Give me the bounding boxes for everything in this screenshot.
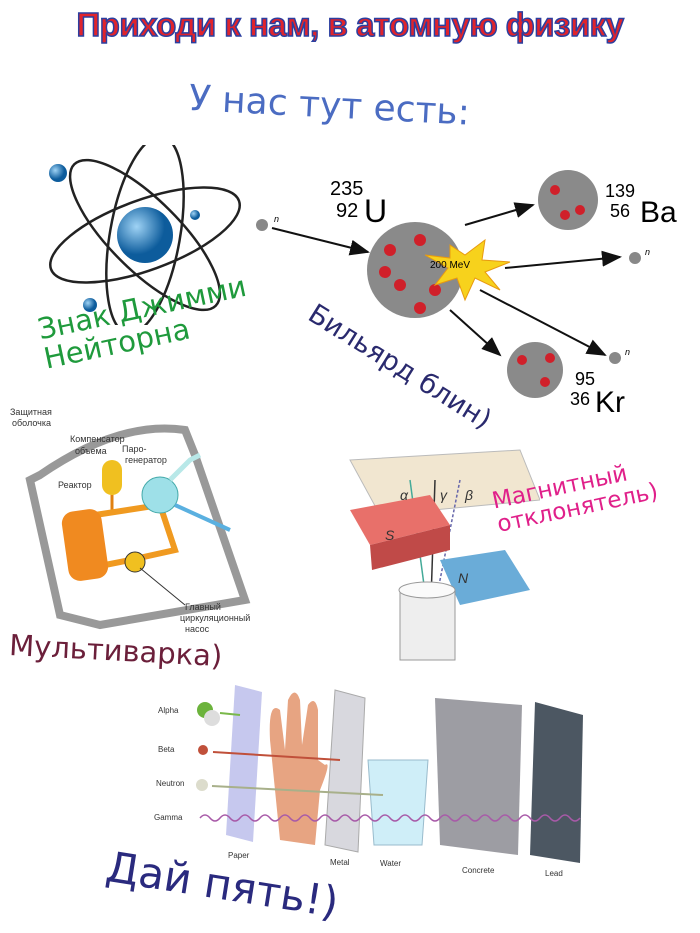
- label-reactor: Реактор: [58, 480, 92, 490]
- uranium-symbol: U: [364, 193, 387, 229]
- krypton-charge: 36: [570, 389, 590, 409]
- neutron-label: Neutron: [156, 779, 184, 788]
- neutron-label: n: [645, 247, 650, 257]
- label-compensator: объема: [75, 446, 107, 456]
- atom-icon: [49, 145, 241, 325]
- alpha-label: α: [400, 487, 409, 503]
- lead-label: Lead: [545, 869, 563, 878]
- fission-diagram: n 200 MeV n n 235 92 U 139 56 Ba 95 36 K…: [256, 170, 677, 419]
- neutron-label: n: [625, 347, 630, 357]
- uranium-nucleus: [367, 222, 463, 318]
- gamma-label: γ: [440, 487, 448, 503]
- barium-mass: 139: [605, 181, 635, 201]
- gamma-label: Gamma: [154, 813, 183, 822]
- uranium-charge: 92: [336, 200, 358, 222]
- south-pole-label: S: [385, 527, 395, 543]
- reactor-diagram: Защитная оболочка Компенсатор объема Пар…: [10, 407, 251, 634]
- barium-nucleus: [538, 170, 598, 230]
- energy-label: 200 MeV: [430, 260, 470, 271]
- barium-charge: 56: [610, 201, 630, 221]
- label-shell: оболочка: [12, 418, 51, 428]
- north-pole-label: N: [458, 570, 469, 586]
- label-pump: насос: [185, 624, 210, 634]
- magnet-diagram: α γ β S N: [349, 449, 540, 661]
- concrete-label: Concrete: [462, 866, 495, 875]
- metal-label: Metal: [330, 858, 350, 867]
- label-shell: Защитная: [10, 407, 52, 417]
- beta-label: β: [464, 487, 473, 503]
- paper-label: Paper: [228, 851, 250, 860]
- penetration-diagram: Alpha Beta Neutron Gamma Paper Metal Wat…: [154, 685, 583, 878]
- krypton-symbol: Kr: [595, 386, 625, 419]
- neutron-label: n: [274, 214, 279, 224]
- label-compensator: Компенсатор: [70, 434, 125, 444]
- subtitle: У нас тут есть:: [187, 78, 471, 134]
- page-title: Приходи к нам, в атомную физику: [76, 5, 625, 44]
- label-steam-generator: Паро-: [122, 444, 146, 454]
- water-label: Water: [380, 859, 401, 868]
- beta-label: Beta: [158, 745, 175, 754]
- krypton-mass: 95: [575, 369, 595, 389]
- krypton-nucleus: [507, 342, 563, 398]
- alpha-label: Alpha: [158, 706, 179, 715]
- barium-symbol: Ba: [640, 196, 677, 229]
- label-pump: Главный: [185, 602, 221, 612]
- label-pump: циркуляционный: [180, 613, 250, 623]
- uranium-mass: 235: [330, 178, 363, 200]
- label-steam-generator: генератор: [125, 455, 167, 465]
